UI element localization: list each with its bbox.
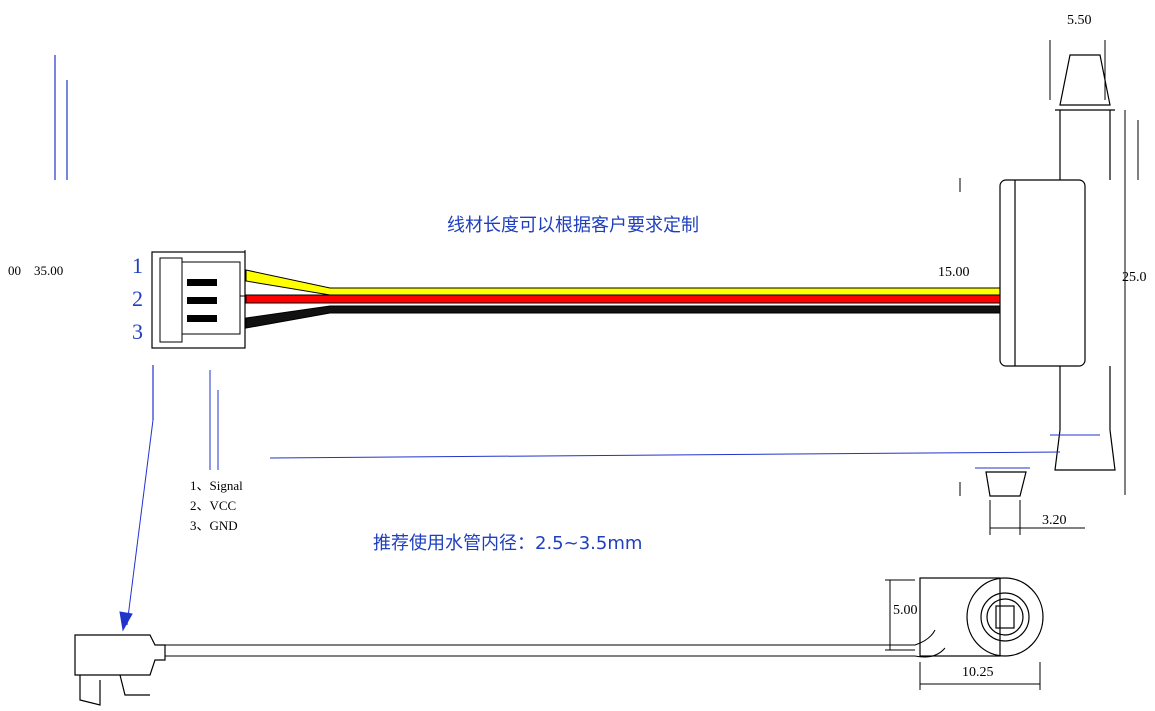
connector-side-view	[74, 634, 166, 706]
length-note: 线材长度可以根据客户要求定制	[447, 215, 699, 236]
pin-legend: 1、Signal 2、VCC 3、GND	[190, 478, 243, 533]
inlet-width-dim: 15.00	[938, 265, 970, 280]
top-dimension	[1049, 40, 1106, 100]
legend-gnd: 3、GND	[190, 518, 238, 533]
side-width-dimension	[919, 662, 1041, 690]
outlet-width-dim: 3.20	[1042, 513, 1067, 528]
side-view-cable	[165, 629, 946, 658]
right-dimension	[959, 110, 1139, 496]
legend-vcc: 2、VCC	[190, 498, 236, 513]
sensor-side-view	[919, 577, 1044, 657]
side-height-dimension	[885, 579, 915, 651]
pin-labels: 1 2 3	[132, 253, 143, 344]
sensor-body	[985, 54, 1116, 497]
pin-3-label: 3	[132, 319, 143, 344]
wire-bundle	[245, 269, 1001, 329]
left-guide-lines	[54, 55, 154, 420]
side-width-dim: 10.25	[962, 665, 994, 680]
body-height-dim: 25.0	[1122, 270, 1147, 285]
pin-2-label: 2	[132, 286, 143, 311]
pointer-arrow	[119, 419, 154, 632]
pin-1-label: 1	[132, 253, 143, 278]
top-width-dim: 5.50	[1067, 13, 1092, 28]
side-height-dim: 5.00	[893, 603, 918, 618]
annotation-lines	[209, 370, 1100, 470]
legend-signal: 1、Signal	[190, 478, 243, 493]
outlet-dimension	[989, 500, 1085, 535]
connector-top-view	[151, 250, 252, 349]
left-length-dim: 35.00	[34, 263, 63, 278]
pipe-note: 推荐使用水管内径：2.5~3.5mm	[373, 533, 642, 554]
left-partial-dim: 00	[8, 263, 21, 278]
